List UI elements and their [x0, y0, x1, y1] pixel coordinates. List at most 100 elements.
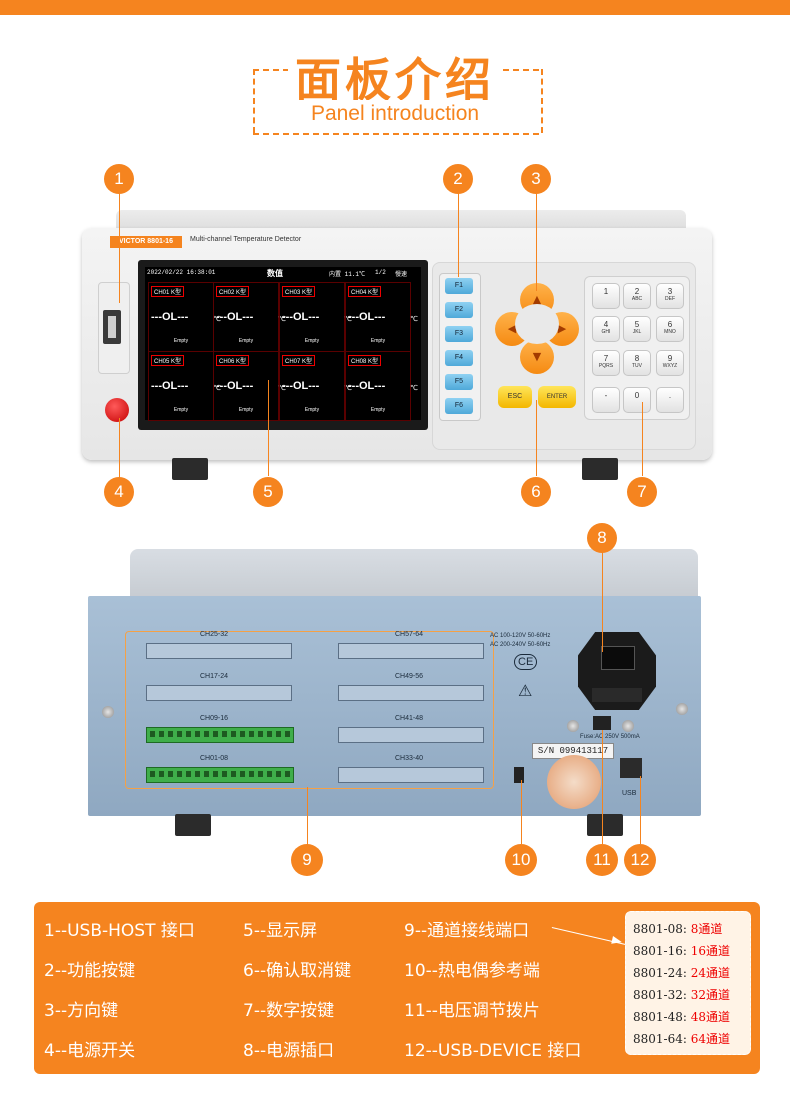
- enter-key[interactable]: ENTER: [538, 386, 576, 408]
- numpad-key[interactable]: 1: [592, 283, 620, 309]
- numpad-key[interactable]: .: [656, 387, 684, 413]
- voltage-selector[interactable]: [593, 716, 611, 730]
- channel-slot[interactable]: [146, 643, 292, 659]
- channel-status: Empty: [173, 407, 189, 413]
- channel-unit: ℃: [410, 384, 418, 392]
- terminal-block[interactable]: [146, 727, 294, 743]
- channel-tag: CH07 K型: [282, 355, 316, 366]
- terminal-pin: [231, 771, 236, 777]
- channel-slot[interactable]: [338, 685, 484, 701]
- numpad-key-digit: 9: [667, 354, 673, 363]
- channel-unit: ℃: [410, 315, 418, 323]
- terminal-block[interactable]: [146, 767, 294, 783]
- channel-slot[interactable]: [338, 727, 484, 743]
- terminal-pin: [222, 771, 227, 777]
- numpad-key-digit: 1: [603, 287, 609, 296]
- function-key-f3[interactable]: F3: [445, 326, 473, 342]
- legend-item: 11--电压调节拨片: [404, 1001, 540, 1021]
- callout-5: 5: [253, 477, 283, 507]
- legend-item: 10--热电偶参考端: [404, 961, 540, 981]
- terminal-pin: [168, 731, 173, 737]
- channel-value: ---OL---: [282, 380, 320, 392]
- page-subtitle: Panel introduction: [310, 102, 480, 125]
- leader-11: [602, 730, 603, 844]
- channel-slot[interactable]: [146, 685, 292, 701]
- channel-unit: ℃: [213, 384, 221, 392]
- screen-header: 2022/02/22 16:38:01 数值 内置 11.1℃ 1/2 慢速: [147, 269, 419, 279]
- channel-tag: CH08 K型: [348, 355, 382, 366]
- voltage-line-2: AC 200-240V 50-60Hz: [490, 642, 551, 648]
- leader-7: [642, 402, 643, 476]
- channel-unit: ℃: [344, 315, 352, 323]
- function-key-f2[interactable]: F2: [445, 302, 473, 318]
- numpad-key-letters: JKL: [632, 329, 642, 335]
- variant-channels: 24通道: [690, 966, 731, 980]
- channel-tag: CH05 K型: [151, 355, 185, 366]
- terminal-pin: [222, 731, 227, 737]
- function-key-f6[interactable]: F6: [445, 398, 473, 414]
- variant-channels: 48通道: [690, 1010, 731, 1024]
- terminal-pin: [195, 731, 200, 737]
- callout-11: 11: [586, 844, 618, 876]
- channel-status: Empty: [304, 338, 320, 344]
- callout-6: 6: [521, 477, 551, 507]
- function-key-f1[interactable]: F1: [445, 278, 473, 294]
- thermocouple-reference: [514, 767, 524, 783]
- esc-key[interactable]: ESC: [498, 386, 532, 408]
- page-title: 面板介绍: [295, 53, 495, 107]
- screen-datetime: 2022/02/22 16:38:01: [147, 269, 216, 276]
- variant-channels: 32通道: [690, 988, 731, 1002]
- channel-slot[interactable]: [338, 767, 484, 783]
- channel-status: Empty: [304, 407, 320, 413]
- function-key-f5[interactable]: F5: [445, 374, 473, 390]
- variant-model: 8801-24:: [633, 966, 687, 980]
- usb-device-port[interactable]: [620, 758, 642, 778]
- legend-item: 12--USB-DEVICE 接口: [404, 1041, 582, 1061]
- channel-value: ---OL---: [348, 311, 386, 323]
- leader-10: [521, 780, 522, 844]
- channel-slot[interactable]: [338, 643, 484, 659]
- power-switch[interactable]: [105, 398, 129, 422]
- numpad-key[interactable]: 0: [623, 387, 651, 413]
- slot-label: CH17-24: [200, 673, 229, 680]
- title-zh-backdrop: [288, 46, 502, 98]
- terminal-pin: [231, 731, 236, 737]
- usb-device-label: USB: [622, 790, 637, 797]
- channel-status: Empty: [370, 407, 386, 413]
- callout-1: 1: [104, 164, 134, 194]
- arrow-center: [515, 304, 559, 344]
- terminal-pin: [177, 731, 182, 737]
- leader-12: [640, 776, 641, 844]
- slot-label: CH49-56: [395, 673, 424, 680]
- terminal-pin: [204, 771, 209, 777]
- model-variants-box: [625, 911, 751, 1055]
- numpad-key[interactable]: -: [592, 387, 620, 413]
- channel-value: ---OL---: [216, 311, 254, 323]
- usb-host-port[interactable]: [103, 310, 121, 344]
- terminal-pin: [186, 731, 191, 737]
- arrow-down-key[interactable]: ▼: [520, 340, 554, 374]
- terminal-pin: [168, 771, 173, 777]
- numpad-key-digit: -: [604, 391, 608, 400]
- channel-tag: CH02 K型: [216, 286, 250, 297]
- legend-item: 6--确认取消键: [243, 961, 352, 981]
- power-inlet-pins: [601, 646, 635, 670]
- leader-8: [602, 552, 603, 652]
- function-key-f4[interactable]: F4: [445, 350, 473, 366]
- screen-mode: 数值: [267, 270, 283, 279]
- title-frame: [253, 69, 543, 133]
- terminal-pin: [267, 731, 272, 737]
- terminal-pin: [186, 771, 191, 777]
- screen-internal-temp: 内置 11.1℃: [329, 271, 366, 278]
- terminal-pin: [249, 731, 254, 737]
